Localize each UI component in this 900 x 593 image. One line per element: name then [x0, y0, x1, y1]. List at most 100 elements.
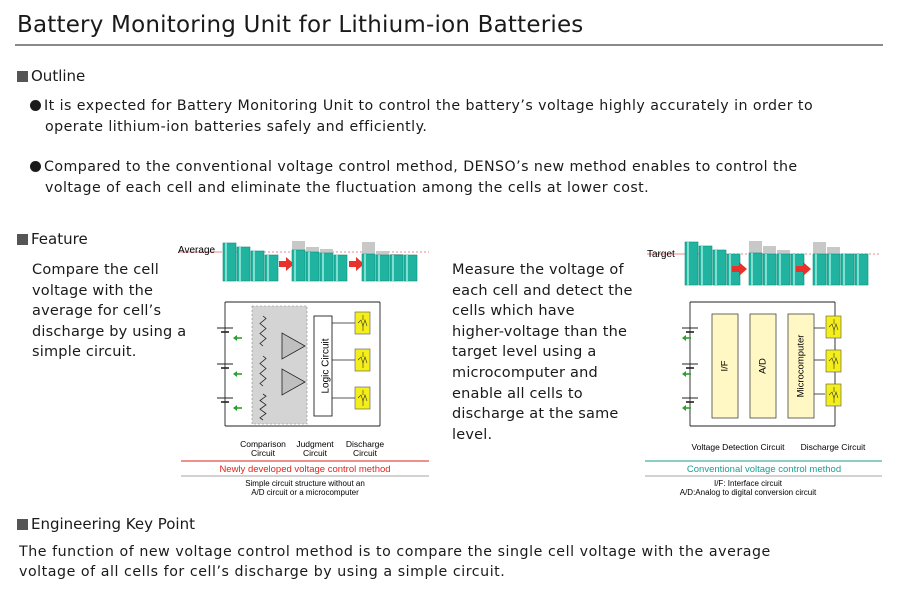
discharged-portion [763, 246, 776, 254]
feature-new-line: Compare the cell [32, 262, 159, 278]
feature-new-line: discharge by using a [32, 323, 187, 340]
discharged-portion [390, 254, 403, 255]
feature-conv-line: Measure the voltage of [452, 262, 624, 278]
feature-conv-line: higher-voltage than the [452, 323, 628, 340]
battery-cell [748, 252, 763, 286]
battery-cell-highlight [239, 247, 241, 281]
battery-cell-highlight [715, 250, 717, 285]
discharge-switch-chip [825, 349, 842, 373]
target-label: Target [647, 249, 675, 260]
battery-cell [776, 253, 791, 286]
cell-level-illustration [178, 241, 429, 282]
conventional-method-label: Conventional voltage control method [687, 464, 841, 475]
voltage-detection-caption: Voltage Detection Circuit [691, 442, 785, 452]
battery-cell-highlight [829, 254, 831, 285]
discharge-arrow-icon [682, 335, 686, 341]
page-title: Battery Monitoring Unit for Lithium-ion … [17, 12, 584, 38]
feature-conv-line: target level using a [452, 344, 597, 361]
discharged-portion [813, 242, 826, 254]
discharge-circuit-caption: Discharge Circuit [801, 442, 866, 452]
battery-cell [812, 253, 827, 286]
square-bullet-icon [17, 71, 28, 82]
battery-cell [712, 249, 727, 286]
battery-cell [403, 254, 418, 282]
bullet-dot-icon [30, 161, 41, 172]
battery-cell [250, 250, 265, 282]
battery-cell-highlight [364, 254, 366, 281]
battery-cell-highlight [857, 254, 859, 285]
comparison-circuit-area [251, 305, 308, 425]
battery-cell [236, 246, 251, 282]
logic-circuit-block [313, 315, 333, 417]
battery-cell [222, 242, 237, 282]
battery-cell [840, 253, 855, 286]
battery-cell [389, 254, 404, 282]
battery-cell [264, 254, 279, 282]
new-method-label: Newly developed voltage control method [219, 464, 390, 475]
circuit-block-label: Microcomputer [796, 335, 807, 398]
conventional-method-note: A/D:Analog to digital conversion circuit [680, 488, 817, 497]
comparator-symbol [281, 368, 306, 396]
outline-bullet-2: Compared to the conventional voltage con… [30, 157, 890, 199]
outline-bullet-2-line2: voltage of each cell and eliminate the f… [45, 180, 650, 196]
resistor-symbol [259, 393, 267, 421]
feature-conv-description: Measure the voltage of each cell and det… [452, 260, 652, 445]
engineering-line: The function of new voltage control meth… [19, 544, 771, 560]
discharge-arrow-icon [233, 335, 237, 341]
new-method-note: A/D circuit or a microcomputer [251, 488, 359, 497]
battery-cell-highlight [765, 254, 767, 285]
battery-cell-highlight [392, 255, 394, 281]
right-arrow-icon [349, 257, 364, 271]
outline-bullet-1-line1: It is expected for Battery Monitoring Un… [44, 98, 814, 114]
engineering-text: The function of new voltage control meth… [19, 543, 889, 582]
feature-heading-label: Feature [31, 230, 88, 248]
circuit-block-label: A/D [758, 358, 769, 374]
cell-level-illustration [647, 241, 880, 286]
outline-bullet-1-line2: operate lithium-ion batteries safely and… [45, 119, 428, 135]
right-arrow-icon [732, 262, 747, 276]
battery-cell-highlight [253, 251, 255, 281]
feature-new-description: Compare the cell voltage with the averag… [32, 260, 202, 363]
battery-cell [854, 253, 869, 286]
battery-cell [698, 245, 713, 286]
battery-cell-highlight [701, 246, 703, 285]
comparator-symbol [281, 332, 306, 360]
feature-conv-line: level. [452, 426, 493, 443]
battery-cell [684, 241, 699, 286]
discharge-arrow-icon [233, 371, 237, 377]
discharge-arrow-icon [233, 405, 237, 411]
discharged-portion [320, 249, 333, 253]
new-circuit-schematic [217, 301, 381, 427]
resistor-symbol [259, 315, 267, 347]
discharge-switch-chip [354, 311, 371, 335]
feature-conv-line: each cell and detect the [452, 282, 633, 299]
circuit-block-ad [749, 313, 777, 419]
bullet-dot-icon [30, 100, 41, 111]
discharged-portion [749, 241, 762, 253]
engineering-heading-label: Engineering Key Point [31, 515, 195, 533]
battery-cell-highlight [225, 243, 227, 281]
battery-cell-highlight [267, 255, 269, 281]
battery-cell [361, 253, 376, 282]
square-bullet-icon [17, 519, 28, 530]
circuit-block-if [711, 313, 739, 419]
feature-new-line: average for cell’s [32, 303, 162, 320]
discharge-switch-chip [825, 383, 842, 407]
discharged-portion [306, 247, 319, 252]
right-arrow-icon [796, 262, 811, 276]
discharged-portion [376, 251, 389, 255]
battery-cell-highlight [322, 253, 324, 281]
discharge-arrow-icon [682, 371, 686, 377]
outline-heading-label: Outline [31, 67, 86, 85]
battery-cell-highlight [308, 252, 310, 281]
battery-cell [375, 254, 390, 282]
outline-bullet-2-line1: Compared to the conventional voltage con… [44, 159, 798, 175]
battery-cell-highlight [378, 255, 380, 281]
discharged-portion [362, 242, 375, 254]
battery-cell-highlight [294, 250, 296, 281]
conventional-method-note: I/F: Interface circuit [714, 479, 783, 488]
feature-heading: Feature [17, 230, 88, 248]
